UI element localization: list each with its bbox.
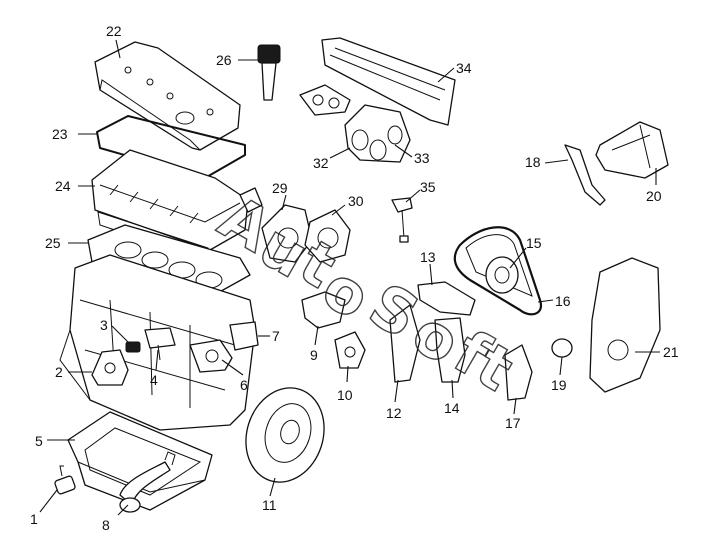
part-valve-cover-gasket [96,115,246,179]
callout-3: 3 [100,317,108,333]
callout-26: 26 [216,52,232,68]
callout-25: 25 [45,235,61,251]
part-timing-cover-outer [589,257,661,393]
callout-15: 15 [526,235,542,251]
part-sensor-3 [125,341,141,353]
callout-22: 22 [106,23,122,39]
callout-19: 19 [551,377,567,393]
callout-20: 20 [646,188,662,204]
callout-2: 2 [55,364,63,380]
callout-21: 21 [663,344,679,360]
callout-6: 6 [240,377,248,393]
part-bracket-18 [564,144,606,206]
part-tensioner [504,344,533,401]
part-heat-shield [321,37,456,126]
part-oil-pan [67,411,213,511]
part-sensor-35 [391,197,413,243]
callout-30: 30 [348,193,364,209]
callout-14: 14 [444,400,460,416]
callout-34: 34 [456,60,472,76]
callout-8: 8 [102,517,110,533]
part-timing-cover-lower [389,304,421,383]
part-tensioner-bracket [417,281,476,316]
callout-4: 4 [150,372,158,388]
part-oil-sensor [54,465,76,495]
part-water-outlet [239,187,263,213]
callout-labels: 1 2 3 4 5 6 7 8 9 10 11 12 13 14 15 16 1… [30,23,679,533]
callout-33: 33 [414,150,430,166]
part-timing-cover-inner [434,317,466,383]
callout-24: 24 [55,178,71,194]
part-exhaust-manifold [344,104,411,163]
callout-17: 17 [505,415,521,431]
part-crank-sensor [144,327,176,361]
part-flywheel [245,387,325,483]
part-timing-belt [453,226,543,316]
callout-13: 13 [420,249,436,265]
part-valve-10 [334,331,366,369]
part-exhaust-gasket [299,84,351,116]
part-cap-19 [551,338,573,358]
callout-12: 12 [386,405,402,421]
callout-9: 9 [310,347,318,363]
callout-11: 11 [262,497,277,513]
part-timing-pulley [485,256,519,294]
callout-18: 18 [525,154,541,170]
part-throttle-body [304,209,351,263]
callout-35: 35 [420,179,436,195]
callout-10: 10 [337,387,353,403]
part-idle-valve [301,291,346,329]
callout-1: 1 [30,511,38,527]
part-oil-pump [91,349,129,386]
callout-5: 5 [35,433,43,449]
callout-29: 29 [272,180,288,196]
callout-23: 23 [52,126,68,142]
part-oil-pickup [119,451,176,513]
part-thermostat-housing [229,321,259,351]
callout-7: 7 [272,328,280,344]
part-valve-cover [94,41,241,151]
watermark-logo: A u t o S o f t [207,182,525,406]
leader-lines [39,39,660,516]
part-ignition-coil [257,44,281,101]
callout-16: 16 [555,293,571,309]
part-cylinder-head [91,149,249,263]
part-engine-mount [595,121,669,179]
callout-32: 32 [313,155,329,171]
